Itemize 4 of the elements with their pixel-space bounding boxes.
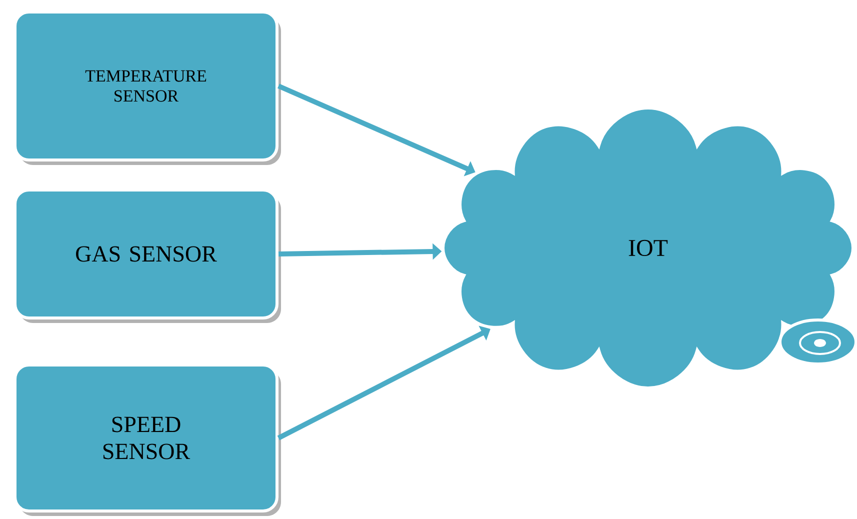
arrow bbox=[277, 326, 490, 440]
sensor-box: TEMPERATURE SENSOR bbox=[14, 10, 278, 162]
sensor-box: SPEED SENSOR bbox=[14, 363, 278, 512]
sensor-box: GAS SENSOR bbox=[14, 188, 278, 320]
